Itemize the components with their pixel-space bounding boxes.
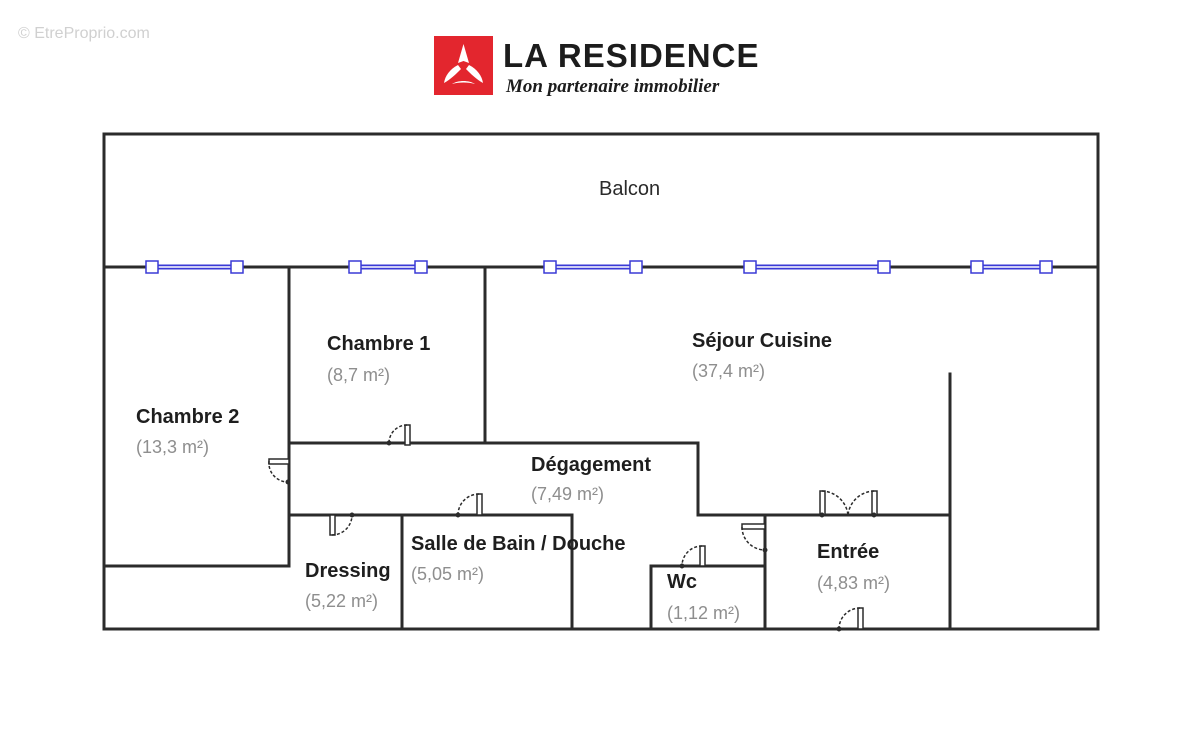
- door-sdb: [455, 493, 483, 518]
- room-area-dressing: (5,22 m²): [305, 591, 378, 611]
- doors: [268, 424, 878, 632]
- room-name-sdb: Salle de Bain / Douche: [411, 533, 626, 555]
- room-name-dressing: Dressing: [305, 560, 391, 582]
- room-name-wc: Wc: [667, 571, 697, 593]
- room-name-entree: Entrée: [817, 541, 879, 563]
- window-5: [970, 260, 1053, 274]
- window-4: [743, 260, 891, 274]
- door-degagement-entree: [741, 523, 768, 553]
- window-3: [543, 260, 643, 274]
- windows: [145, 260, 1053, 274]
- room-area-sejour: (37,4 m²): [692, 361, 765, 381]
- room-name-chambre1: Chambre 1: [327, 333, 430, 355]
- brand-name: LA RESIDENCE: [503, 37, 760, 74]
- brand-tagline: Mon partenaire immobilier: [506, 76, 720, 97]
- logo-icon: [434, 36, 493, 95]
- door-chambre1: [386, 424, 411, 446]
- door-dressing: [329, 512, 355, 536]
- room-area-chambre2: (13,3 m²): [136, 437, 209, 457]
- room-area-degagement: (7,49 m²): [531, 484, 604, 504]
- outer-wall: [102, 132, 1100, 631]
- window-1: [145, 260, 244, 274]
- room-area-chambre1: (8,7 m²): [327, 365, 390, 385]
- brand-logo: LA RESIDENCE Mon partenaire immobilier: [434, 36, 774, 98]
- room-name-degagement: Dégagement: [531, 454, 651, 476]
- window-2: [348, 260, 428, 274]
- balcony-label: Balcon: [599, 178, 660, 200]
- door-entree-main: [836, 607, 864, 632]
- room-name-sejour: Séjour Cuisine: [692, 330, 832, 352]
- watermark: © EtreProprio.com: [18, 25, 150, 42]
- door-sejour-double: [819, 490, 878, 518]
- room-area-sdb: (5,05 m²): [411, 564, 484, 584]
- door-chambre2: [268, 458, 291, 485]
- room-area-wc: (1,12 m²): [667, 603, 740, 623]
- room-name-chambre2: Chambre 2: [136, 406, 239, 428]
- door-wc: [679, 545, 706, 569]
- room-area-entree: (4,83 m²): [817, 573, 890, 593]
